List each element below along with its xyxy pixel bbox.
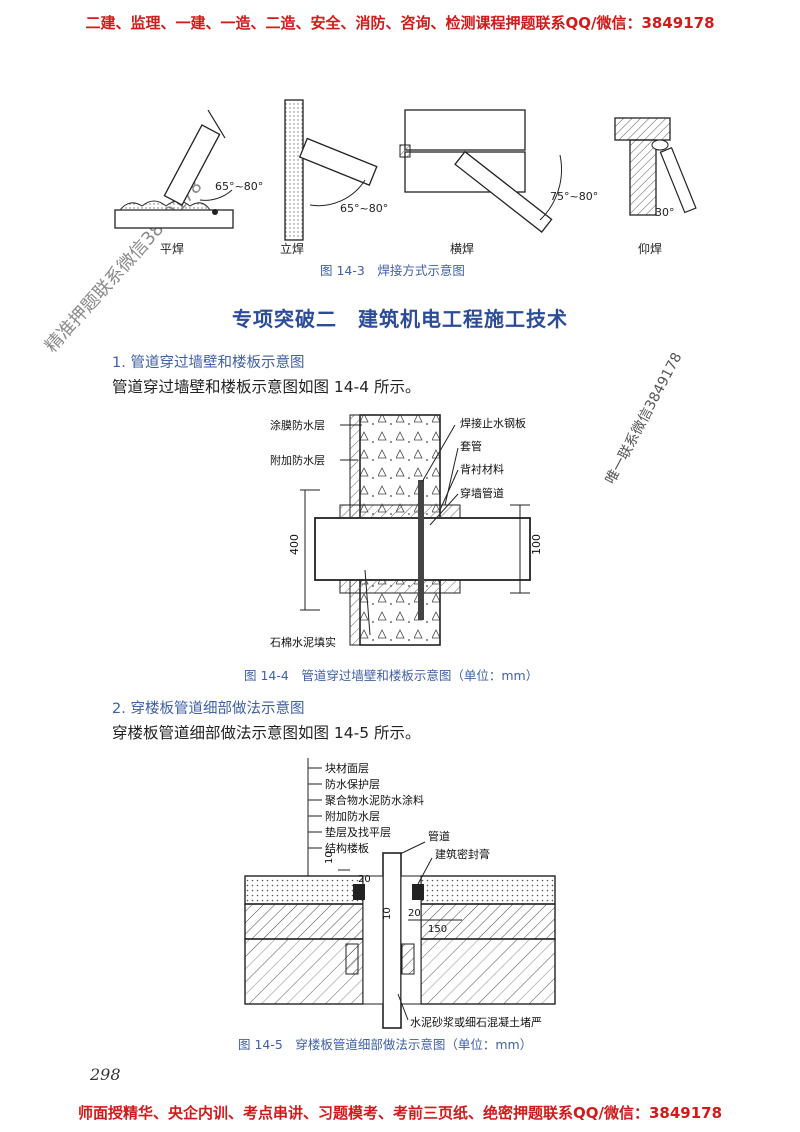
vertical-weld-sketch (284, 99, 378, 241)
dim-10-pipe: 10 (382, 907, 393, 920)
dim-150: 150 (428, 924, 447, 935)
angle-label-3: 75°~80° (550, 190, 598, 203)
layer-additional-waterproof: 附加防水层 (325, 809, 380, 823)
bottom-banner: 师面授精华、央企内训、考点串讲、习题模考、考前三页纸、绝密押题联系QQ/微信：3… (77, 1104, 723, 1122)
label-pipe: 管道 (428, 829, 450, 843)
layer-cushion-leveling: 垫层及找平层 (325, 825, 391, 839)
dim-20-right: 20 (408, 908, 421, 919)
section-title: 专项突破二 建筑机电工程施工技术 (232, 307, 568, 331)
figure-14-3-caption: 图 14-3 焊接方式示意图 (320, 263, 465, 278)
label-coating-membrane: 涂膜防水层 (270, 418, 325, 432)
figure-14-4-diagram: 涂膜防水层 附加防水层 焊接止水钢板 套管 背衬材料 穿墙管道 石棉水泥填实 4… (270, 414, 543, 649)
label-cement-mortar: 水泥砂浆或细石混凝土堵严 (410, 1015, 542, 1029)
angle-label-2: 65°~80° (340, 202, 388, 215)
overhead-weld-sketch (614, 117, 697, 216)
weld-label-overhead: 仰焊 (638, 241, 662, 256)
weld-label-vertical: 立焊 (280, 241, 304, 256)
angle-label-1: 65°~80° (215, 180, 263, 193)
label-additional-waterproof: 附加防水层 (270, 453, 325, 467)
weld-label-horizontal: 横焊 (450, 241, 474, 256)
label-asbestos-cement: 石棉水泥填实 (270, 635, 336, 649)
label-backing-material: 背衬材料 (460, 462, 504, 476)
sub2-text: 穿楼板管道细部做法示意图如图 14-5 所示。 (112, 724, 421, 742)
dim-10-top: 10 (324, 851, 335, 864)
horizontal-weld-sketch (399, 109, 562, 233)
layer-waterproof-protection: 防水保护层 (325, 777, 380, 791)
dim-100: 100 (530, 534, 543, 555)
dim-20-left: 20 (358, 874, 371, 885)
layer-structural-slab: 结构楼板 (325, 841, 369, 855)
sub1-heading: 1. 管道穿过墙壁和楼板示意图 (112, 355, 305, 371)
sub2-heading: 2. 穿楼板管道细部做法示意图 (112, 701, 305, 717)
figure-14-3-diagram: 65°~80° 65°~80° 75°~80° 30° 平焊 立焊 横焊 仰焊 (114, 99, 697, 256)
sub1-text: 管道穿过墙壁和楼板示意图如图 14-4 所示。 (112, 378, 421, 396)
label-steel-water-stop: 焊接止水钢板 (460, 416, 526, 430)
label-sealant: 建筑密封膏 (435, 847, 490, 861)
top-banner: 二建、监理、一建、一造、二造、安全、消防、咨询、检测课程押题联系QQ/微信：38… (85, 14, 715, 32)
page-number: 298 (90, 1065, 121, 1084)
weld-label-flat: 平焊 (160, 241, 184, 256)
angle-label-4: 30° (655, 206, 675, 219)
dim-400: 400 (288, 534, 301, 555)
figure-14-4-caption: 图 14-4 管道穿过墙壁和楼板示意图（单位：mm） (244, 668, 539, 683)
layer-polymer-cement-coating: 聚合物水泥防水涂料 (325, 793, 424, 807)
flat-weld-sketch (114, 109, 234, 229)
watermark-right: 唯一联系微信3849178 (602, 350, 686, 487)
layer-block-surface: 块材面层 (325, 761, 369, 775)
figure-14-5-caption: 图 14-5 穿楼板管道细部做法示意图（单位：mm） (238, 1037, 533, 1052)
figure-14-5-diagram: 块材面层 防水保护层 聚合物水泥防水涂料 附加防水层 垫层及找平层 结构楼板 管… (244, 758, 556, 1029)
label-sleeve: 套管 (460, 439, 482, 453)
label-wall-pipe: 穿墙管道 (460, 486, 504, 500)
